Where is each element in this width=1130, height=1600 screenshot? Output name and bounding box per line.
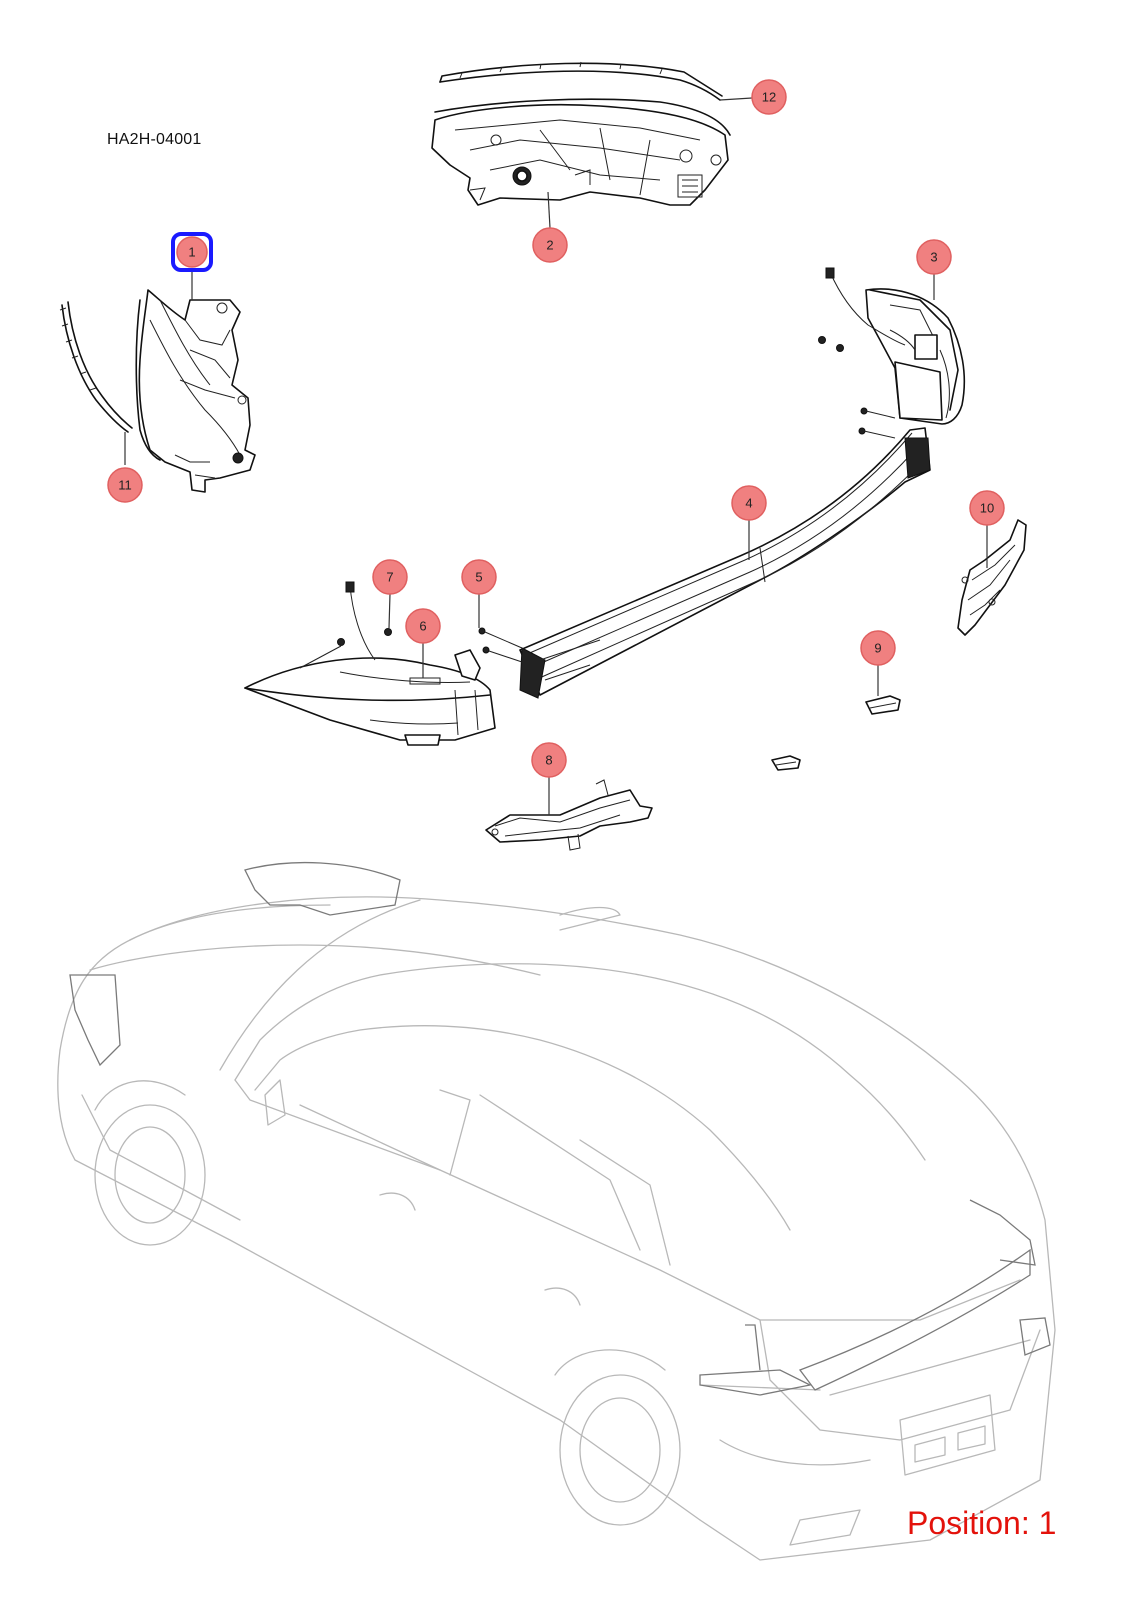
part-6-tail-lamp xyxy=(244,581,496,746)
svg-text:1: 1 xyxy=(188,245,195,260)
callout-1[interactable]: 1 xyxy=(171,232,213,272)
svg-text:8: 8 xyxy=(545,753,552,768)
callout-4[interactable]: 4 xyxy=(731,485,767,521)
part-1-head-lamp xyxy=(135,289,256,493)
callout-9[interactable]: 9 xyxy=(860,630,896,666)
vehicle-outline xyxy=(57,861,1056,1561)
position-label: Position: 1 xyxy=(907,1505,1057,1541)
svg-text:11: 11 xyxy=(118,478,132,493)
svg-text:9: 9 xyxy=(874,641,881,656)
callouts: 1 2 3 4 5 6 7 8 xyxy=(107,79,1005,778)
part-2-lamp-assembly xyxy=(431,98,731,206)
leader-lines xyxy=(124,97,988,815)
svg-text:6: 6 xyxy=(419,619,426,634)
part-9-small-lamp xyxy=(771,695,901,771)
part-11-lamp-trim xyxy=(59,301,133,433)
callout-3[interactable]: 3 xyxy=(916,239,952,275)
callout-6[interactable]: 6 xyxy=(405,608,441,644)
svg-text:5: 5 xyxy=(475,570,482,585)
part-8-lower-bracket xyxy=(485,779,653,851)
part-3-tail-lamp xyxy=(818,267,966,439)
diagram-code: HA2H-04001 xyxy=(107,131,202,148)
svg-text:3: 3 xyxy=(930,250,937,265)
svg-text:7: 7 xyxy=(386,570,393,585)
callout-5[interactable]: 5 xyxy=(461,559,497,595)
svg-text:12: 12 xyxy=(762,90,776,105)
callout-7[interactable]: 7 xyxy=(372,559,408,595)
selection-highlight xyxy=(171,232,213,272)
svg-text:4: 4 xyxy=(745,496,752,511)
callout-10[interactable]: 10 xyxy=(969,490,1005,526)
svg-text:10: 10 xyxy=(980,501,994,516)
part-10-right-bracket xyxy=(957,519,1027,636)
svg-text:2: 2 xyxy=(546,238,553,253)
callout-11[interactable]: 11 xyxy=(107,467,143,503)
callout-12[interactable]: 12 xyxy=(751,79,787,115)
callout-8[interactable]: 8 xyxy=(531,742,567,778)
part-12-trim-strip xyxy=(439,61,723,101)
part-4-garnish-bar xyxy=(519,427,931,699)
callout-2[interactable]: 2 xyxy=(532,227,568,263)
part-5-fasteners xyxy=(478,627,523,663)
